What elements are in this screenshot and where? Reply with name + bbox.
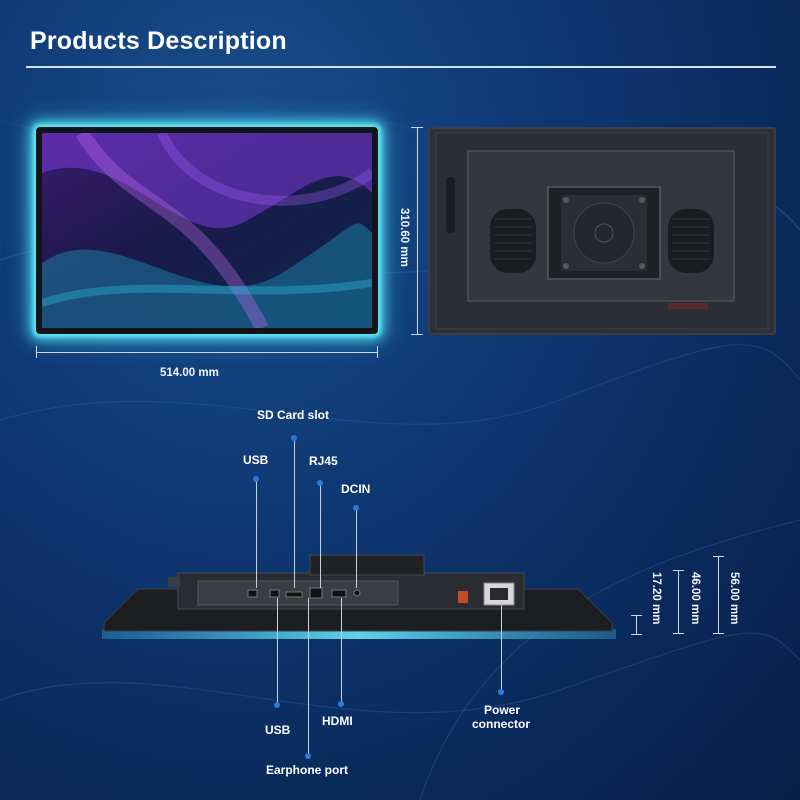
label-usb-top: USB <box>243 453 269 467</box>
width-dimension-tick-left <box>36 346 37 358</box>
width-dimension-line <box>36 352 378 353</box>
width-dimension-label: 514.00 mm <box>160 367 219 379</box>
depth-large-tick-bottom <box>713 633 724 634</box>
title-divider <box>26 66 776 68</box>
callout-hdmi <box>341 598 342 703</box>
back-panel-drawing <box>435 132 769 330</box>
label-power-line1: Power <box>484 703 521 717</box>
callout-dot-usb-top <box>253 476 259 482</box>
callout-power-connector <box>501 600 502 692</box>
bottom-ports-drawing <box>102 554 616 639</box>
depth-small-tick-top <box>631 615 642 616</box>
callout-earphone <box>308 598 309 755</box>
callout-dot-earphone <box>305 753 311 759</box>
callout-dot-dcin <box>353 505 359 511</box>
page-title: Products Description <box>30 27 287 55</box>
depth-mid-tick-top <box>673 570 684 571</box>
callout-usb-top <box>256 479 257 588</box>
depth-mid-tick-bottom <box>673 633 684 634</box>
height-dimension-line <box>417 127 418 335</box>
callout-dot-hdmi <box>338 701 344 707</box>
speaker-grille-right <box>668 209 714 273</box>
depth-small-label: 17.20 mm <box>650 572 662 625</box>
label-dcin: DCIN <box>341 482 371 496</box>
depth-large-line <box>718 556 719 634</box>
antenna-icon <box>446 177 455 233</box>
label-hdmi: HDMI <box>322 714 353 728</box>
callout-usb-bottom <box>277 598 278 704</box>
height-dimension-tick-top <box>411 127 423 128</box>
depth-mid-line <box>678 570 679 634</box>
callout-dot-power <box>498 689 504 695</box>
depth-large-tick-top <box>713 556 724 557</box>
monitor-front-view <box>36 127 378 334</box>
depth-large-label: 56.00 mm <box>728 572 740 625</box>
depth-mid-label: 46.00 mm <box>689 572 701 625</box>
width-dimension-tick-right <box>377 346 378 358</box>
label-earphone-port: Earphone port <box>266 763 349 777</box>
label-sd-card-slot: SD Card slot <box>257 408 330 422</box>
speaker-grille-left <box>490 209 536 273</box>
callout-sd-card-slot <box>294 438 295 588</box>
callout-dot-usb-bottom <box>274 702 280 708</box>
screen-wallpaper <box>42 133 372 328</box>
label-power-line2: connector <box>472 717 531 731</box>
label-rj45: RJ45 <box>309 454 338 468</box>
depth-small-tick-bottom <box>631 634 642 635</box>
callout-dcin <box>356 508 357 588</box>
height-dimension-tick-bottom <box>411 334 423 335</box>
monitor-back-view <box>428 127 776 335</box>
depth-small-line <box>636 615 637 635</box>
monitor-bottom-view <box>98 554 618 645</box>
callout-dot-sd-card <box>291 435 297 441</box>
height-dimension-label: 310.60 mm <box>398 208 410 267</box>
label-usb-bottom: USB <box>265 723 291 737</box>
callout-rj45 <box>320 483 321 588</box>
callout-dot-rj45 <box>317 480 323 486</box>
